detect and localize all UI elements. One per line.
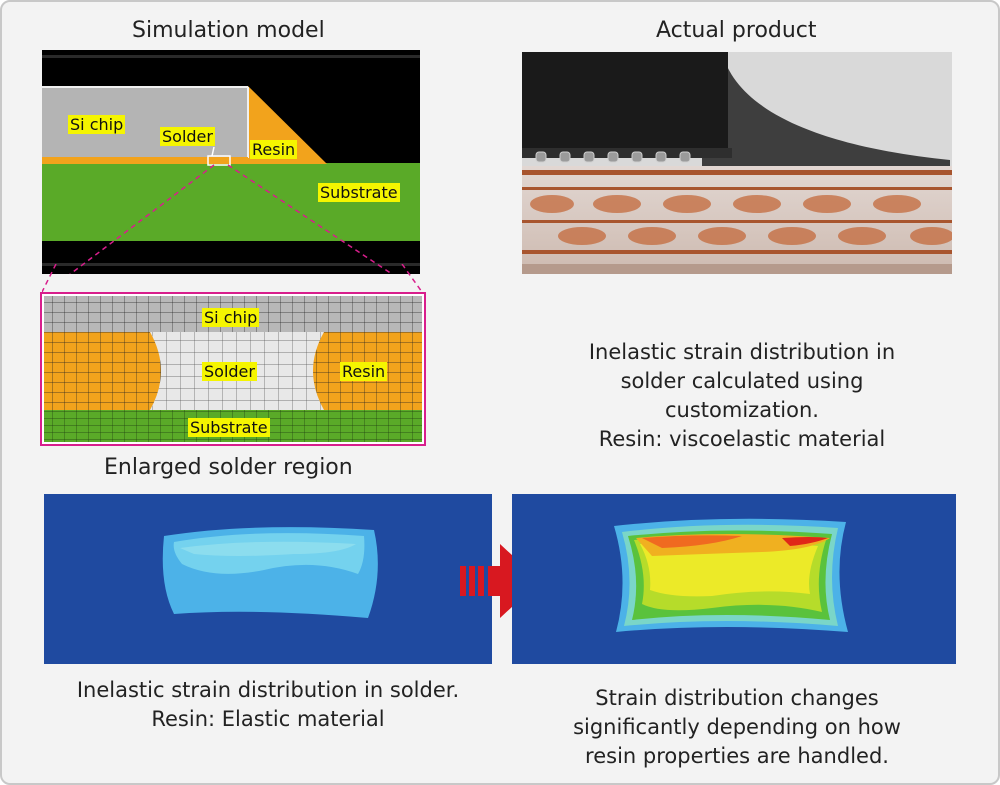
magnification-lines: [42, 264, 423, 293]
elastic-caption: Inelastic strain distribution in solder.…: [42, 676, 494, 734]
elastic-strain-contour: [44, 494, 492, 664]
comparison-caption-line2: significantly depending on how: [573, 715, 901, 739]
viscoelastic-strain-contour: [512, 494, 956, 664]
actual-product-title: Actual product: [656, 18, 817, 43]
simulation-model-title: Simulation model: [132, 18, 325, 43]
solder-region-marker: [207, 155, 231, 166]
actual-product-photo: [522, 52, 952, 274]
label-solder: Solder: [160, 127, 215, 146]
viscoelastic-caption-line3: customization.: [665, 398, 819, 422]
elastic-caption-line1: Inelastic strain distribution in solder.: [76, 678, 460, 702]
enlarged-label-solder: Solder: [202, 362, 257, 381]
label-si-chip: Si chip: [68, 115, 126, 134]
substrate-layer: [42, 163, 420, 241]
viscoelastic-caption-line2: solder calculated using: [620, 369, 864, 393]
enlarged-label-si-chip: Si chip: [202, 308, 260, 327]
simulation-model-cross-section: [42, 50, 420, 274]
comparison-caption: Strain distribution changes significantl…: [522, 684, 952, 771]
enlarged-label-resin: Resin: [340, 362, 388, 381]
label-substrate: Substrate: [318, 183, 400, 202]
viscoelastic-caption: Inelastic strain distribution in solder …: [542, 338, 942, 454]
viscoelastic-caption-line4: Resin: viscoelastic material: [598, 427, 886, 451]
label-resin: Resin: [250, 140, 298, 159]
enlarged-label-substrate: Substrate: [188, 418, 270, 437]
comparison-caption-line3: resin properties are handled.: [585, 744, 889, 768]
comparison-caption-line1: Strain distribution changes: [595, 686, 879, 710]
viscoelastic-caption-line1: Inelastic strain distribution in: [588, 340, 896, 364]
elastic-caption-line2: Resin: Elastic material: [151, 707, 385, 731]
enlarged-region-caption: Enlarged solder region: [104, 455, 353, 480]
